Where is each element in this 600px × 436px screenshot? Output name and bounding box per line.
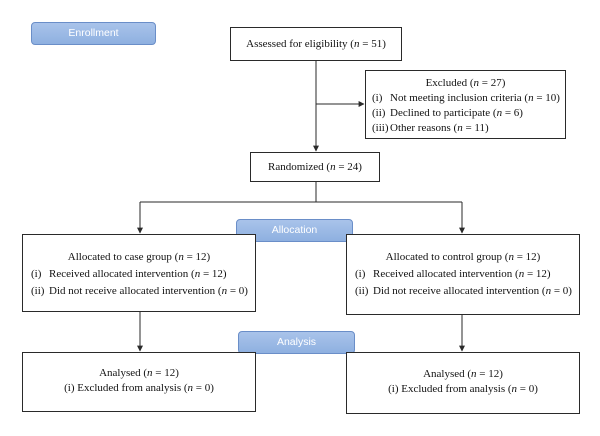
case-analysis-title: Analysed (n = 12): [99, 367, 179, 379]
control-analysis-box: Analysed (n = 12) (i) Excluded from anal…: [346, 352, 580, 414]
control-group-box: Allocated to control group (n = 12) (i)R…: [346, 234, 580, 315]
excluded-item: (ii)Declined to participate (n = 6): [372, 107, 523, 119]
assessed-box: Assessed for eligibility (n = 51): [230, 27, 402, 61]
control-group-item: (i)Received allocated intervention (n = …: [355, 268, 551, 280]
case-group-item: (i)Received allocated intervention (n = …: [31, 268, 227, 280]
stage-analysis: Analysis: [238, 331, 355, 354]
excluded-title: Excluded (n = 27): [425, 77, 506, 89]
control-group-title: Allocated to control group (n = 12): [385, 251, 541, 263]
randomized-box: Randomized (n = 24): [250, 152, 380, 182]
case-analysis-item: (i) Excluded from analysis (n = 0): [64, 382, 214, 394]
assessed-text: Assessed for eligibility (n = 51): [246, 38, 386, 50]
case-group-title: Allocated to case group (n = 12): [67, 251, 211, 263]
stage-allocation: Allocation: [236, 219, 353, 242]
excluded-box: Excluded (n = 27) (i)Not meeting inclusi…: [365, 70, 566, 139]
control-analysis-item: (i) Excluded from analysis (n = 0): [388, 383, 538, 395]
randomized-text: Randomized (n = 24): [268, 161, 362, 173]
excluded-item: (iii)Other reasons (n = 11): [372, 122, 489, 134]
excluded-item: (i)Not meeting inclusion criteria (n = 1…: [372, 92, 560, 104]
control-group-item: (ii)Did not receive allocated interventi…: [355, 285, 572, 297]
control-analysis-title: Analysed (n = 12): [423, 368, 503, 380]
case-group-item: (ii)Did not receive allocated interventi…: [31, 285, 248, 297]
case-analysis-box: Analysed (n = 12) (i) Excluded from anal…: [22, 352, 256, 412]
stage-enrollment: Enrollment: [31, 22, 156, 45]
case-group-box: Allocated to case group (n = 12) (i)Rece…: [22, 234, 256, 312]
